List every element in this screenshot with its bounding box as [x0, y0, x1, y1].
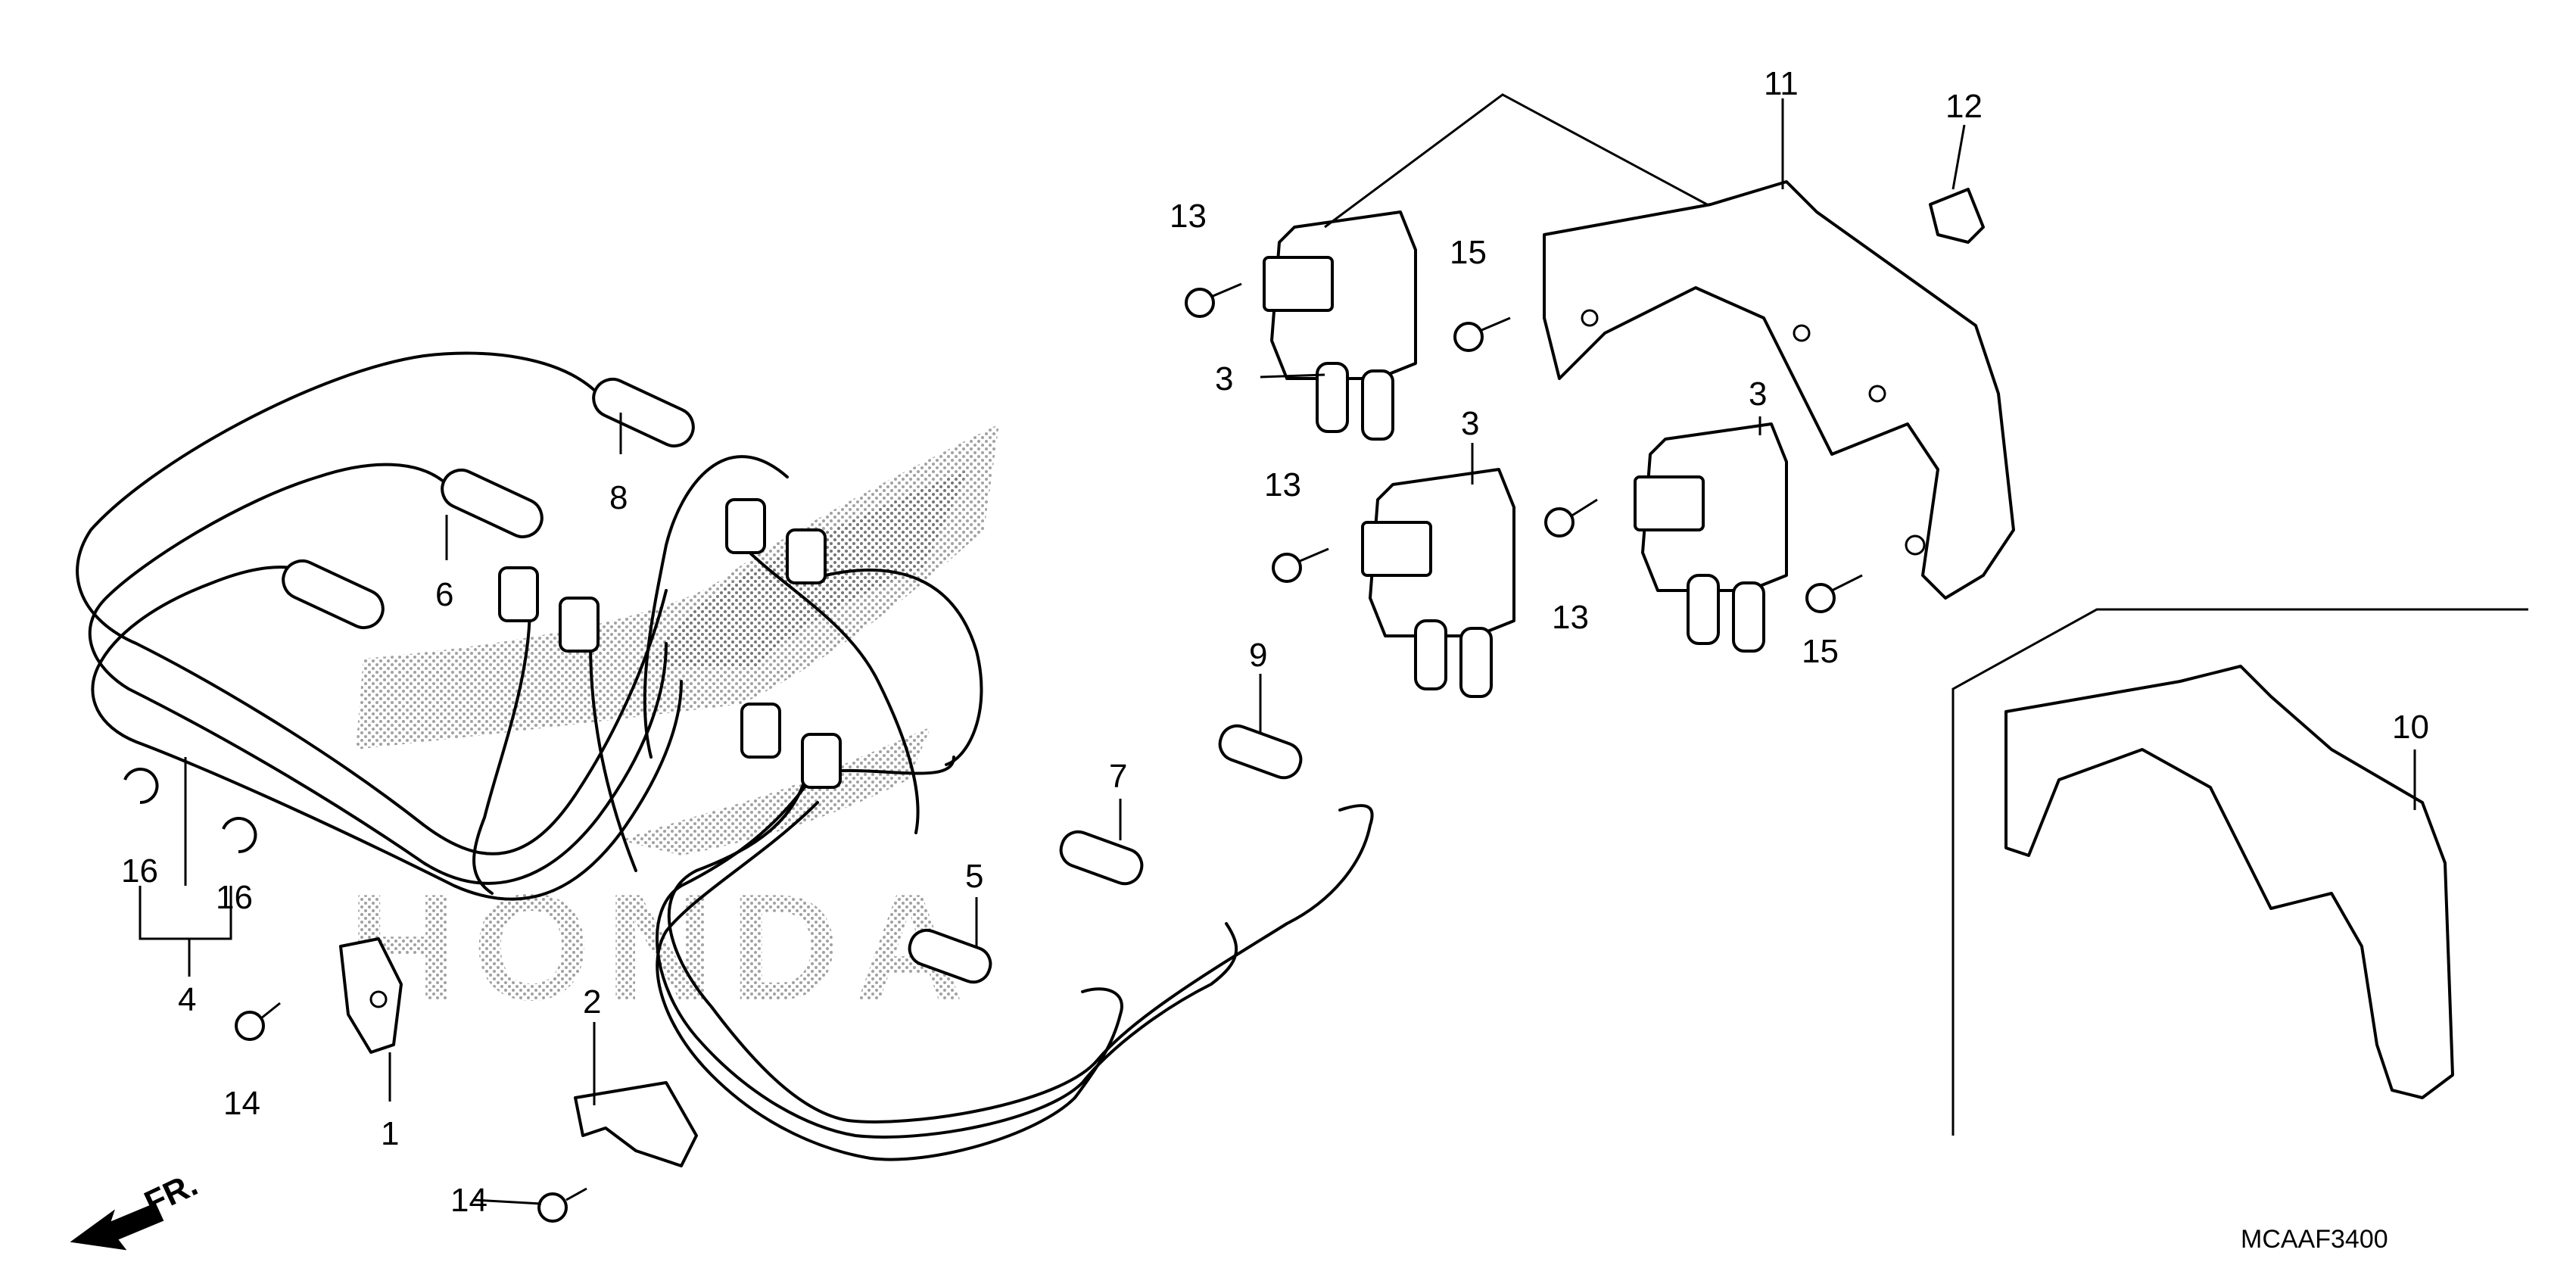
plug-cap-6	[441, 468, 544, 539]
ignition-coil-3b	[1361, 468, 1515, 698]
coil-stay-10	[2004, 665, 2454, 1099]
callout-15a: 15	[1450, 234, 1487, 271]
callout-3c: 3	[1749, 376, 1767, 413]
coil-stay-11	[1543, 180, 2015, 600]
callout-13b: 13	[1264, 466, 1301, 503]
callout-9: 9	[1249, 637, 1267, 674]
callout-6: 6	[435, 576, 453, 613]
callout-leaders	[139, 93, 2416, 1205]
callout-16a: 16	[121, 852, 158, 890]
callout-5: 5	[965, 858, 983, 895]
callout-8: 8	[609, 479, 628, 516]
wire-clip-16a	[123, 768, 159, 805]
plug-cap-8	[592, 377, 695, 448]
callout-2: 2	[583, 983, 601, 1021]
honda-logo-watermark: HONDA	[348, 863, 979, 1032]
plug-cap-7	[1059, 830, 1144, 886]
diagram-code: MCAAF3400	[2241, 1225, 2388, 1254]
callout-13c: 13	[1552, 599, 1589, 636]
clip-12	[1929, 188, 1985, 244]
callout-12: 12	[1945, 88, 1983, 125]
callout-14a: 14	[223, 1085, 260, 1122]
callout-3a: 3	[1215, 360, 1233, 397]
bracket-2	[574, 1081, 698, 1167]
callout-13a: 13	[1170, 198, 1207, 235]
wire-loops-center	[472, 455, 983, 895]
bolt-14a	[235, 1002, 281, 1041]
plug-cap-left-lower	[282, 559, 385, 630]
callout-1: 1	[381, 1115, 399, 1152]
bolt-15b	[1805, 574, 1863, 613]
plug-cap-5	[908, 928, 992, 984]
bolt-15a	[1453, 316, 1511, 352]
callout-11: 11	[1764, 65, 1799, 102]
callout-labels: 1 2 3 3 3 4 5 6 7 8 9 10 11 12 13 13 13 …	[121, 65, 2429, 1219]
callout-7: 7	[1109, 758, 1127, 795]
spark-plug-wire-set-right	[655, 756, 1374, 1161]
front-direction-arrow: FR.	[70, 1166, 203, 1251]
ignition-coil-3c	[1634, 422, 1788, 653]
bolt-13b	[1272, 547, 1329, 583]
plug-cap-9	[1218, 724, 1303, 780]
ignition-coil-3a	[1263, 210, 1417, 441]
callout-10: 10	[2392, 709, 2429, 746]
callout-3b: 3	[1461, 405, 1479, 442]
bolt-14b	[537, 1187, 587, 1223]
coil-boots-center	[498, 498, 842, 789]
bolt-13c	[1544, 498, 1598, 538]
callout-14b: 14	[450, 1182, 487, 1219]
bracket-1	[339, 937, 403, 1054]
callout-15b: 15	[1802, 633, 1839, 670]
callout-4: 4	[178, 981, 196, 1018]
wire-clip-16b	[222, 817, 257, 854]
bolt-13a	[1185, 282, 1242, 318]
inset-frame	[1951, 608, 2528, 1136]
callout-16b: 16	[216, 879, 253, 916]
svg-text:HONDA: HONDA	[348, 863, 979, 1032]
